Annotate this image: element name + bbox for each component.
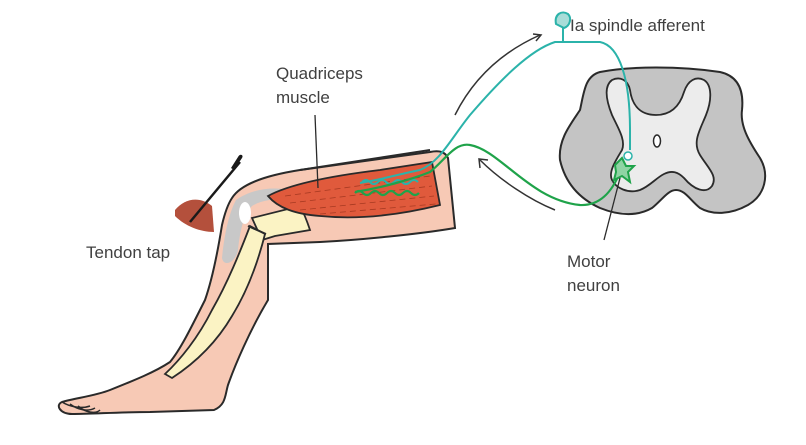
quadriceps-leader-line [314, 114, 319, 189]
patella [239, 202, 251, 224]
tibia [163, 224, 267, 380]
leader-lines [314, 114, 621, 241]
motor-neuron-cell-body-icon [612, 156, 637, 185]
knee-joint-line [247, 225, 267, 235]
quadriceps-label-line2: muscle [276, 88, 330, 107]
efferent-direction-arrow [479, 159, 556, 211]
leg [57, 149, 457, 416]
ia-afferent-fiber [359, 11, 633, 185]
reflex-hammer [175, 154, 243, 232]
motor-neuron-label-line2: neuron [567, 276, 620, 295]
afferent-terminal [623, 151, 633, 161]
thigh-skin-edge [299, 149, 431, 171]
motor-neuron-leader-line [603, 177, 621, 241]
hammer-handle [189, 161, 241, 223]
quadriceps-label-line1: Quadriceps [276, 64, 363, 83]
spinal-cord [558, 66, 767, 215]
dorsal-root-ganglion-icon [554, 11, 572, 30]
motor-neuron-label-line1: Motor [567, 252, 611, 271]
gray-matter [605, 77, 715, 193]
central-canal [652, 134, 662, 148]
tendon-tap-label: Tendon tap [86, 243, 171, 262]
motor-efferent-fiber [354, 143, 637, 207]
ia-spindle-afferent-label: Ia spindle afferent [570, 16, 705, 35]
efferent-wavy-ending [354, 189, 420, 197]
toes [61, 401, 101, 414]
afferent-direction-arrow [454, 34, 541, 116]
direction-arrows [454, 33, 556, 211]
